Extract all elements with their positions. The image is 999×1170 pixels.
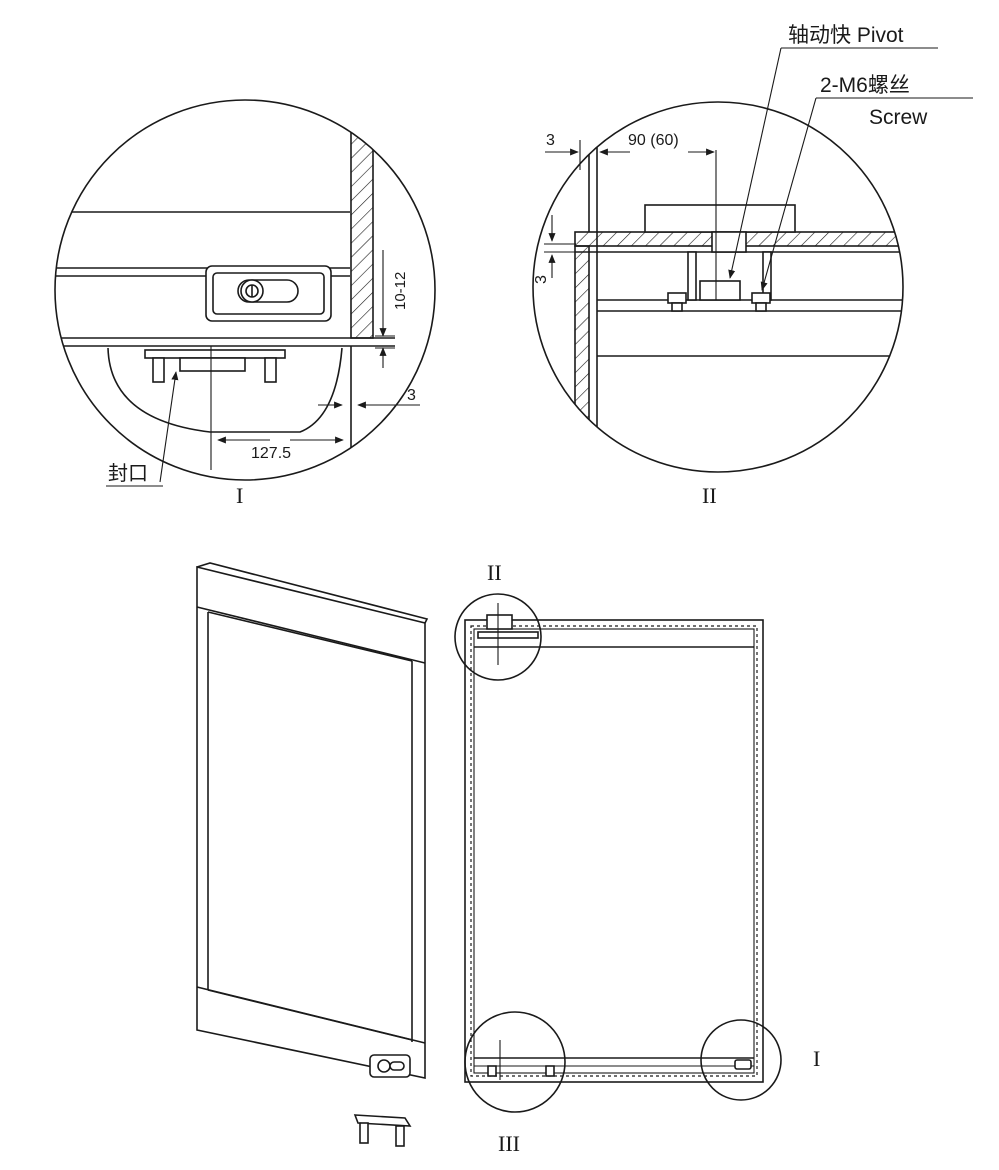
callout-seal: 封口 [108,462,148,485]
overview-label-i: I [813,1046,820,1071]
callout-pivot: 轴动快 Pivot [788,24,904,47]
dimension-3-detail-i: 3 [407,387,416,404]
overview-label-ii: II [487,560,502,585]
overview-label-iii: III [498,1131,520,1156]
dimension-3-top: 3 [546,132,555,149]
detail-view-ii: 3 90 (60) 3 轴动快 Pivot 2-M6螺丝 Screw II [532,24,973,508]
callout-screw-line2: Screw [869,106,928,129]
door-panel [196,562,429,1079]
detail-view-i: 10-12 3 127.5 封口 I [54,99,436,508]
detail-circle-i [700,1019,782,1101]
cabinet-frame [464,603,764,1083]
dimension-10-12: 10-12 [392,272,409,310]
detail-circle-ii [454,593,542,681]
detail-label-i: I [236,483,243,508]
dimension-3-side: 3 [533,275,550,284]
detail-label-ii: II [702,483,717,508]
dimension-90-60: 90 (60) [628,132,679,149]
dimension-127-5: 127.5 [251,445,291,462]
callout-screw-line1: 2-M6螺丝 [820,74,910,97]
detail-circle-iii [464,1011,566,1113]
bracket-hardware [353,1114,412,1147]
